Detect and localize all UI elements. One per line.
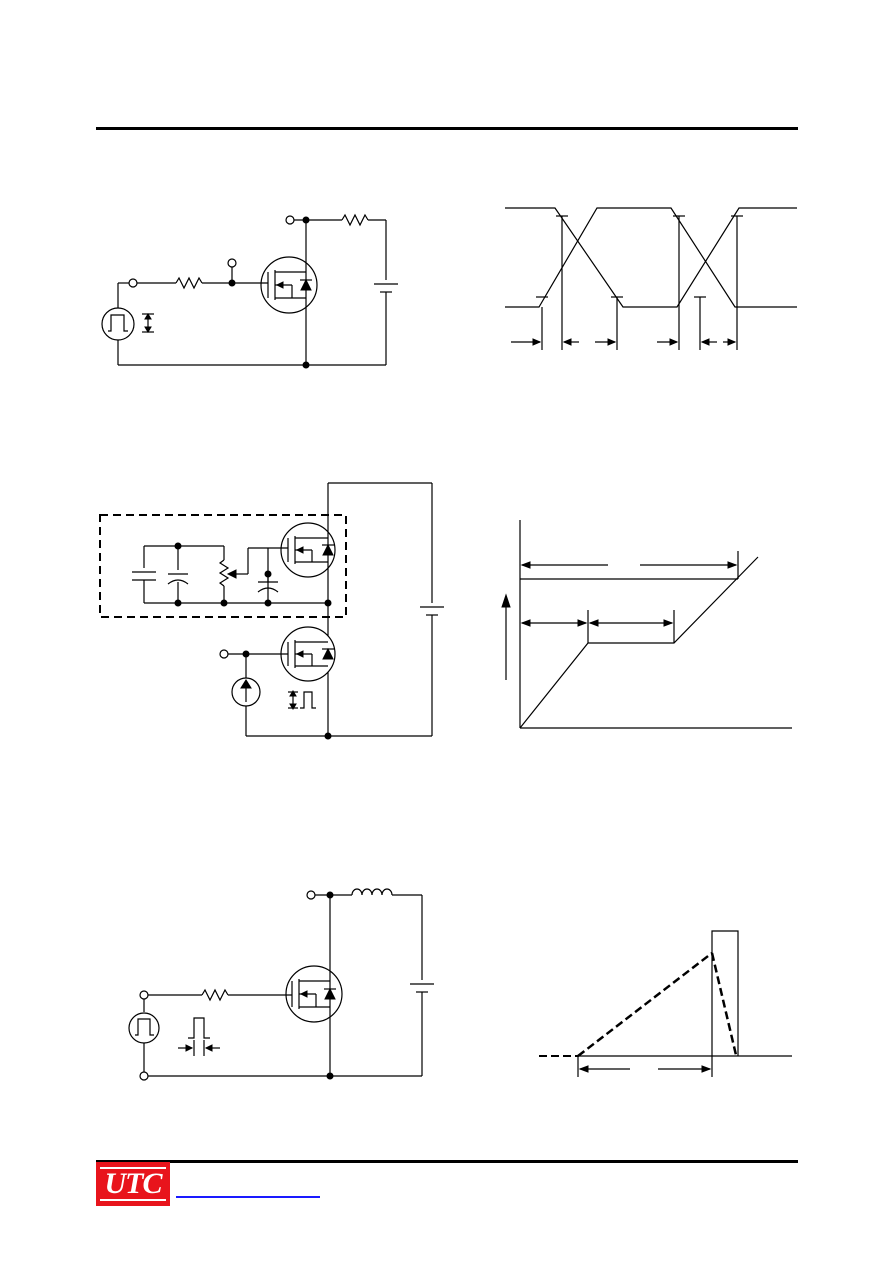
- gate-resistor-icon: [201, 988, 229, 1002]
- mosfet-icon: [260, 256, 318, 314]
- pulse-generator-icon: [128, 1012, 160, 1044]
- header-rule: [96, 127, 798, 130]
- switching-test-circuit: [101, 213, 398, 369]
- load-resistor-icon: [341, 213, 369, 227]
- pulse-amplitude-arrow-icon: [142, 313, 154, 333]
- lower-mosfet-icon: [280, 626, 336, 682]
- input-terminal: [139, 990, 149, 1000]
- inductor-icon: [351, 888, 393, 896]
- current-source-icon: [231, 677, 261, 707]
- footer-rule: [96, 1160, 798, 1163]
- uis-waveform: [539, 930, 792, 1077]
- battery-icon: [374, 283, 398, 293]
- gate-charge-test-circuit: [99, 482, 444, 740]
- website-link[interactable]: [176, 1196, 320, 1198]
- utc-logo-text: UTC: [104, 1167, 163, 1200]
- drain-terminal: [285, 215, 295, 225]
- battery-icon: [410, 983, 434, 993]
- drain-terminal: [306, 890, 316, 900]
- battery-icon: [420, 606, 444, 616]
- switching-waveforms: [505, 207, 797, 350]
- dut-supply-box: [99, 514, 347, 618]
- large-capacitor-icon: [132, 571, 156, 581]
- electrolytic-capacitor-icon: [167, 573, 189, 585]
- pulse-generator-icon: [101, 307, 135, 341]
- ground-terminal: [139, 1071, 149, 1081]
- gate-probe-terminal: [227, 258, 237, 268]
- uis-test-circuit: [128, 888, 434, 1081]
- gate-pulse-icon: [288, 690, 316, 710]
- timing-arrow-icons: [511, 338, 737, 346]
- pulse-width-icon: [178, 1017, 220, 1056]
- gate-charge-waveform: [501, 520, 792, 729]
- utc-logo: UTC: [96, 1162, 170, 1206]
- small-capacitor-icon: [257, 574, 279, 593]
- gate-resistor-icon: [175, 276, 203, 290]
- input-terminal: [128, 278, 138, 288]
- gate-input-terminal: [219, 649, 229, 659]
- mosfet-icon: [285, 965, 343, 1023]
- upper-mosfet-icon: [280, 522, 336, 578]
- potentiometer-icon: [218, 559, 230, 587]
